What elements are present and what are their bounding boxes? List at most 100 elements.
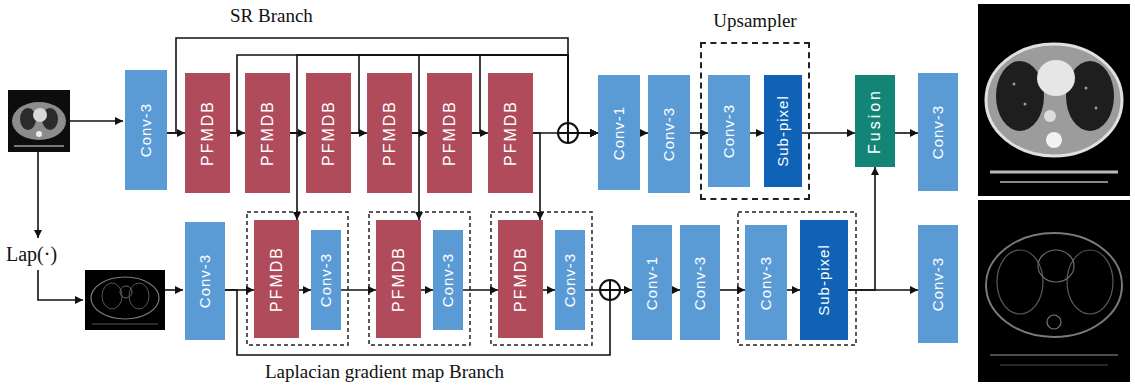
block-group-outline	[369, 212, 470, 345]
image-ground	[978, 200, 1130, 382]
block-label: PFMDB	[259, 100, 277, 166]
table-edge	[990, 354, 1118, 356]
connector-group	[167, 38, 918, 355]
pfmdb-block: PFMDB	[367, 73, 412, 193]
conv-block: Conv-3	[680, 225, 720, 340]
heart-edge	[120, 286, 132, 298]
block-group-outline	[491, 212, 592, 345]
pfmdb-block: PFMDB	[427, 73, 472, 193]
connector-arrow	[463, 289, 498, 291]
block-label: Conv-3	[562, 253, 579, 307]
sum-cross	[609, 280, 611, 300]
branch-label: SR Branch	[230, 6, 313, 27]
connector-arrow	[412, 133, 419, 220]
heart	[33, 108, 47, 122]
body-section	[986, 44, 1122, 156]
conv-block: Conv-3	[433, 230, 463, 330]
conv-block: Conv-3	[745, 225, 787, 340]
conv-block: Conv-3	[125, 70, 167, 190]
heart-edge	[1038, 250, 1074, 282]
conv-block: Conv-3	[311, 230, 341, 330]
aorta	[1044, 110, 1056, 122]
block-label: Conv-3	[197, 254, 214, 308]
table-line	[14, 145, 64, 147]
branch-label: Lap(·)	[6, 243, 57, 265]
conv-block: Conv-3	[918, 73, 958, 191]
block-label: PFMDB	[441, 100, 459, 166]
block-label: PFMDB	[199, 100, 217, 166]
laplacian-arrow	[37, 152, 39, 238]
block-group-outline	[247, 212, 348, 345]
subpixel-block: Sub-pixel	[764, 75, 802, 187]
connector-arrow	[290, 133, 297, 220]
connector-arrow	[848, 167, 875, 290]
block-label: Conv-3	[318, 253, 335, 307]
sum-circle	[558, 123, 578, 143]
block-label: Conv-3	[440, 253, 457, 307]
connector-arrow	[299, 289, 311, 291]
vessel-dot	[1095, 107, 1098, 110]
pfmdb-block: PFMDB	[254, 220, 299, 338]
subpixel-block: Sub-pixel	[800, 220, 848, 340]
block-label: Sub-pixel	[775, 95, 792, 167]
sum-symbol	[558, 123, 578, 143]
block-label: Conv-3	[758, 255, 775, 309]
block-label: Sub-pixel	[816, 244, 833, 316]
body-section	[12, 102, 66, 140]
output-ct-image	[978, 4, 1130, 196]
table-line	[1000, 181, 1108, 183]
laplacian-input-image	[85, 270, 165, 330]
connector-arrow	[341, 289, 376, 291]
connector-arrow	[533, 133, 540, 220]
laplacian-arrow	[38, 270, 83, 300]
pfmdb-block: PFMDB	[498, 220, 543, 338]
block-label: Conv-3	[930, 257, 947, 311]
block-label: PFMDB	[320, 100, 338, 166]
sum-cross	[567, 123, 569, 143]
pfmdb-block: PFMDB	[185, 73, 230, 193]
conv-block: Conv-1	[598, 75, 640, 190]
connector-arrow	[787, 289, 800, 291]
block-label: Fusion	[866, 88, 884, 154]
lung	[996, 61, 1044, 131]
block-label: Conv-3	[721, 104, 738, 158]
pfmdb-block: PFMDB	[306, 73, 351, 193]
lung-edge	[997, 250, 1043, 314]
input-arrow	[165, 289, 183, 291]
image-ground	[978, 4, 1130, 196]
connector-arrow	[640, 132, 648, 134]
fusion-block: Fusion	[855, 75, 895, 167]
image-ground	[85, 270, 165, 330]
conv-block: Conv-3	[918, 225, 958, 343]
spine-edge	[1047, 315, 1061, 329]
lung-edge	[1067, 250, 1113, 314]
block-label: Conv-1	[644, 255, 661, 309]
input-arrow	[70, 120, 123, 122]
block-label: PFMDB	[268, 246, 286, 312]
block-label: Conv-3	[138, 103, 155, 157]
pfmdb-block: PFMDB	[376, 220, 421, 338]
table-edge	[1000, 364, 1108, 365]
upsampler-outline	[738, 212, 856, 345]
connector-arrow	[543, 289, 555, 291]
branch-label: Laplacian gradient map Branch	[265, 362, 504, 383]
group-heading: Upsampler	[713, 10, 796, 32]
connector-arrow	[750, 132, 764, 134]
image-ground	[8, 90, 70, 152]
block-label: Conv-3	[661, 107, 678, 161]
pfmdb-block: PFMDB	[488, 73, 533, 193]
conv-block: Conv-3	[555, 230, 585, 330]
sum-symbol	[600, 280, 620, 300]
sum-circle	[600, 280, 620, 300]
vessel-dot	[1024, 103, 1027, 106]
output-gradient-image	[978, 200, 1130, 382]
pfmdb-block: PFMDB	[245, 73, 290, 193]
body-edge	[91, 277, 159, 319]
body-edge	[986, 233, 1122, 337]
connector-arrow	[672, 289, 680, 291]
connector-arrow	[895, 132, 918, 134]
lung-edge	[102, 283, 122, 309]
conv-block: Conv-3	[648, 75, 690, 193]
spine	[36, 131, 42, 137]
